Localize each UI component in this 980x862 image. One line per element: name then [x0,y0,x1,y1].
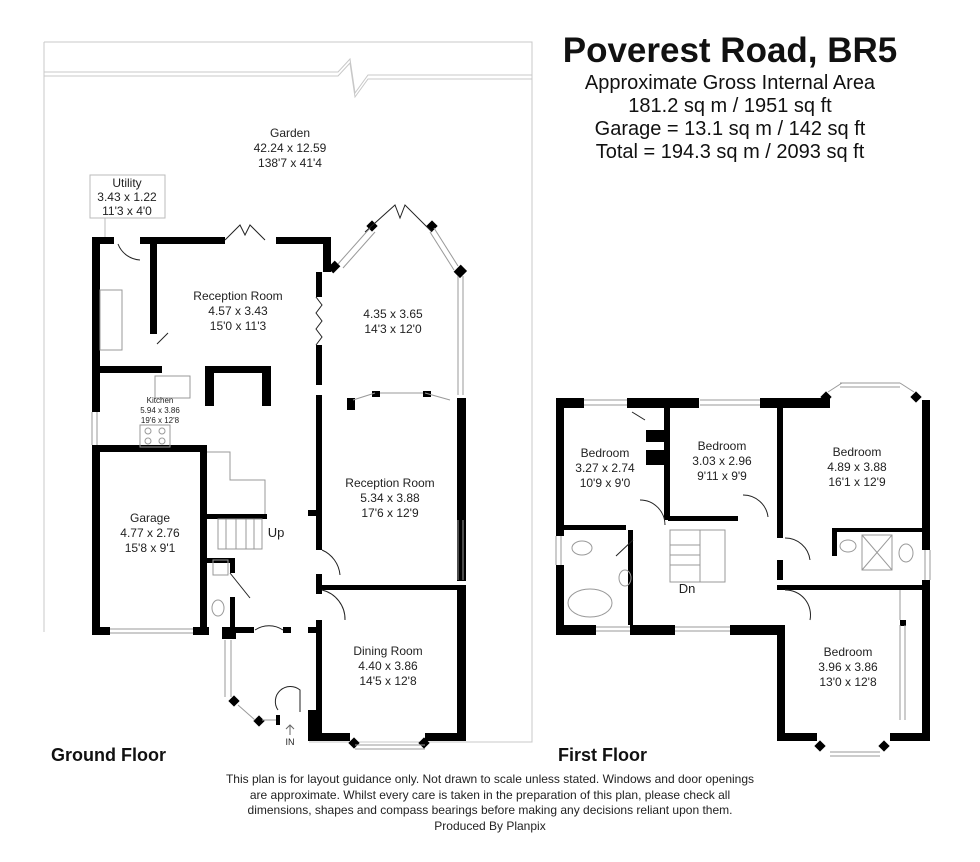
room-name: Garage [130,511,170,525]
room-name: Reception Room [345,476,434,490]
ground-floor-label: Ground Floor [51,745,166,765]
area-total: Total = 194.3 sq m / 2093 sq ft [595,141,865,163]
room-metric: 4.40 x 3.86 [358,659,418,673]
kitchen-fixtures [99,289,229,617]
room-imperial: 10'9 x 9'0 [580,476,631,490]
ground-floor-labels: Garden 42.24 x 12.59 138'7 x 41'4 Utilit… [97,126,434,747]
room-metric: 4.89 x 3.88 [827,460,887,474]
room-imperial: 13'0 x 12'8 [819,675,877,689]
first-floor-label: First Floor [558,745,647,765]
room-name: Bedroom [824,645,873,659]
entrance-arrow-icon [285,724,295,735]
property-title: Poverest Road, BR5 [562,31,898,70]
first-floor-walls [556,391,930,752]
utility-label-box [89,174,166,219]
room-imperial: 9'11 x 9'9 [697,469,747,483]
room-imperial: 14'5 x 12'8 [359,674,417,688]
ground-floor-windows [91,227,464,750]
room-metric: 42.24 x 12.59 [254,141,327,155]
area-garage: Garage = 13.1 sq m / 142 sq ft [594,118,866,140]
room-metric: 4.77 x 2.76 [120,526,180,540]
room-name: Bedroom [833,445,882,459]
disclaimer-line: dimensions, shapes and compass bearings … [247,803,733,817]
room-imperial: 15'8 x 9'1 [125,541,176,555]
room-name: Utility [112,176,141,190]
ground-floor-doors [117,204,433,712]
room-name: Bedroom [698,439,747,453]
room-metric: 4.57 x 3.43 [208,304,268,318]
room-name: Bedroom [581,446,630,460]
room-metric: 3.27 x 2.74 [575,461,635,475]
room-name: Reception Room [193,289,282,303]
room-name: Garden [270,126,310,140]
room-metric: 3.03 x 2.96 [692,454,752,468]
room-imperial: 16'1 x 12'9 [828,475,886,489]
disclaimer: This plan is for layout guidance only. N… [190,772,790,834]
room-metric: 3.96 x 3.86 [818,660,878,674]
producer-credit: Produced By Planpix [434,818,546,833]
ground-stairs [207,451,266,550]
room-metric: 4.35 x 3.65 [363,307,423,321]
room-imperial: 17'6 x 12'9 [361,506,419,520]
first-floor-labels: Bedroom 3.27 x 2.74 10'9 x 9'0 Bedroom 3… [575,439,887,689]
stairs-up-label: Up [268,525,285,540]
room-metric: 5.94 x 3.86 [140,406,180,415]
title-block: Poverest Road, BR5 Approximate Gross Int… [560,30,900,164]
entrance-label: IN [286,737,295,747]
room-imperial: 11'3 x 4'0 [102,204,152,218]
room-imperial: 14'3 x 12'0 [364,322,422,336]
area-label: Approximate Gross Internal Area [584,72,876,94]
first-floor-doors [615,411,811,621]
room-name: Kitchen [147,396,174,405]
area-main: 181.2 sq m / 1951 sq ft [628,95,832,117]
room-imperial: 138'7 x 41'4 [258,156,322,170]
stairs-down-label: Dn [679,581,696,596]
disclaimer-line: are approximate. Whilst every care is ta… [249,787,731,802]
room-metric: 3.43 x 1.22 [97,190,157,204]
room-metric: 5.34 x 3.88 [360,491,420,505]
disclaimer-line: This plan is for layout guidance only. N… [225,772,755,786]
room-name: Dining Room [353,644,422,658]
room-imperial: 19'6 x 12'8 [141,416,180,425]
room-imperial: 15'0 x 11'3 [210,319,267,333]
first-floor-stairs [567,529,914,618]
first-floor-windows [555,382,931,757]
